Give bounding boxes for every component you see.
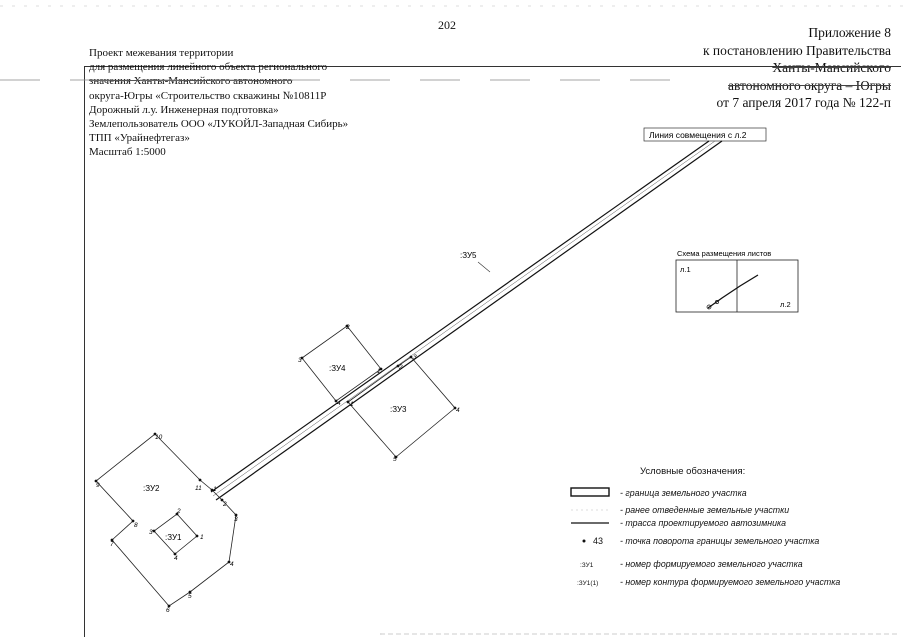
turn-point bbox=[234, 513, 238, 517]
appendix-block: Приложение 8 к постановлению Правительст… bbox=[703, 24, 891, 112]
point-label: 2 bbox=[222, 501, 227, 508]
map-frame bbox=[84, 66, 901, 637]
legend-item: - номер контура формируемого земельного … bbox=[620, 577, 841, 587]
point-label: 10 bbox=[155, 434, 163, 441]
turn-point bbox=[334, 399, 338, 403]
point-label: 6 bbox=[166, 607, 170, 614]
point-label: 4 bbox=[230, 561, 234, 568]
appendix-line: к постановлению Правительства bbox=[702, 42, 891, 58]
inset-route-marker bbox=[715, 300, 719, 304]
project-line: Масштаб 1:5000 bbox=[89, 146, 166, 159]
inset-sheet1-label: л.1 bbox=[680, 265, 691, 274]
inset-route-marker bbox=[706, 304, 712, 310]
point-label: 3 bbox=[298, 357, 302, 364]
turn-point bbox=[152, 529, 156, 533]
legend-symbol: 43 bbox=[593, 536, 604, 546]
legend-title: Условные обозначения: bbox=[640, 466, 746, 477]
road-corridor-edge bbox=[210, 140, 710, 493]
project-line: Проект межевания территории bbox=[89, 47, 234, 59]
point-label: 11 bbox=[195, 485, 202, 492]
legend-turn-point-symbol bbox=[582, 539, 586, 543]
project-line: округа-Югры «Строительство скважины №108… bbox=[89, 89, 327, 102]
point-label: 3 bbox=[413, 354, 417, 361]
road-centerline bbox=[212, 140, 716, 497]
turn-point bbox=[227, 560, 231, 564]
legend-item: - ранее отведенные земельные участки bbox=[620, 505, 790, 515]
point-label: 1 bbox=[213, 486, 217, 493]
turn-point bbox=[195, 534, 199, 538]
appendix-line: от 7 апреля 2017 года № 122-п bbox=[716, 95, 891, 110]
point-label: 4 bbox=[337, 400, 341, 407]
parcel-label-zu5: :ЗУ5 bbox=[460, 251, 477, 260]
point-label: 5 bbox=[393, 456, 397, 463]
point-label: 4 bbox=[174, 555, 178, 562]
point-label: 1 bbox=[200, 534, 204, 541]
point-label: 7 bbox=[110, 541, 114, 548]
turn-point bbox=[300, 356, 304, 360]
point-label: 2 bbox=[176, 508, 181, 515]
point-label: 2 bbox=[345, 324, 350, 331]
turn-point bbox=[94, 479, 98, 483]
legend-item: - точка поворота границы земельного учас… bbox=[620, 536, 820, 546]
inset-sheet2-label: л.2 bbox=[780, 300, 791, 309]
turn-point bbox=[220, 498, 224, 502]
road-corridor-edge bbox=[215, 140, 723, 501]
alignment-label: Линия совмещения с л.2 bbox=[649, 130, 747, 140]
turn-point bbox=[110, 538, 114, 542]
point-label: 3 bbox=[234, 516, 238, 523]
point-label: 8 bbox=[134, 522, 138, 529]
turn-point bbox=[345, 324, 349, 328]
turn-point bbox=[188, 590, 192, 594]
turn-point bbox=[173, 552, 177, 556]
parcel-label-zu4: :ЗУ4 bbox=[329, 364, 346, 373]
project-description: Проект межевания территории для размещен… bbox=[89, 46, 348, 160]
turn-point bbox=[409, 355, 413, 359]
turn-point bbox=[210, 488, 214, 492]
legend-symbol: :ЗУ1 bbox=[580, 562, 594, 569]
project-line: для размещения линейного объекта региона… bbox=[89, 61, 328, 74]
appendix-line: Приложение 8 bbox=[808, 25, 891, 40]
turn-point bbox=[131, 519, 135, 523]
legend-item: - граница земельного участка bbox=[620, 488, 747, 498]
turn-point bbox=[394, 455, 398, 459]
turn-point bbox=[396, 364, 400, 368]
legend-item: - трасса проектируемого автозимника bbox=[620, 518, 787, 528]
page-number: 202 bbox=[438, 18, 456, 32]
point-label: 5 bbox=[188, 593, 192, 600]
legend-item: - номер формируемого земельного участка bbox=[620, 559, 803, 569]
turn-point bbox=[175, 512, 179, 516]
appendix-line: автономного округа – Югры bbox=[728, 77, 891, 93]
legend-boundary-symbol bbox=[570, 487, 610, 497]
alignment-label-box bbox=[643, 127, 767, 142]
point-label: 9 bbox=[96, 482, 100, 489]
turn-point bbox=[167, 604, 171, 608]
parcel-label-zu3: :ЗУ3 bbox=[390, 405, 407, 414]
parcel-zu3-boundary bbox=[347, 356, 456, 458]
parcel-label-zu1: :ЗУ1 bbox=[165, 533, 182, 542]
legend-symbol: :ЗУ1(1) bbox=[577, 580, 599, 587]
turn-point bbox=[153, 432, 157, 436]
point-label: 1 bbox=[377, 368, 381, 375]
project-line: Землепользователь ООО «ЛУКОЙЛ-Западная С… bbox=[89, 118, 349, 131]
turn-point bbox=[453, 406, 457, 410]
turn-point bbox=[346, 400, 350, 404]
point-label: 4 bbox=[456, 407, 460, 414]
turn-point bbox=[379, 367, 383, 371]
inset-title: Схема размещения листов bbox=[677, 249, 771, 258]
parcel-label-zu2: :ЗУ2 bbox=[143, 484, 160, 493]
point-label: 3 bbox=[149, 529, 153, 536]
zu5-leader bbox=[477, 261, 491, 273]
point-label: 1 bbox=[350, 401, 354, 408]
project-line: ТПП «Урайнефтегаз» bbox=[89, 132, 190, 145]
inset-route bbox=[707, 274, 759, 309]
turn-point bbox=[198, 478, 202, 482]
point-label: 2 bbox=[398, 364, 403, 371]
appendix-line: Ханты-Мансийского bbox=[772, 60, 891, 75]
project-line: Дорожный л.у. Инженерная подготовка» bbox=[89, 103, 279, 116]
project-line: значения Ханты-Мансийского автономного bbox=[89, 75, 293, 88]
parcel-zu2-boundary bbox=[95, 433, 237, 607]
